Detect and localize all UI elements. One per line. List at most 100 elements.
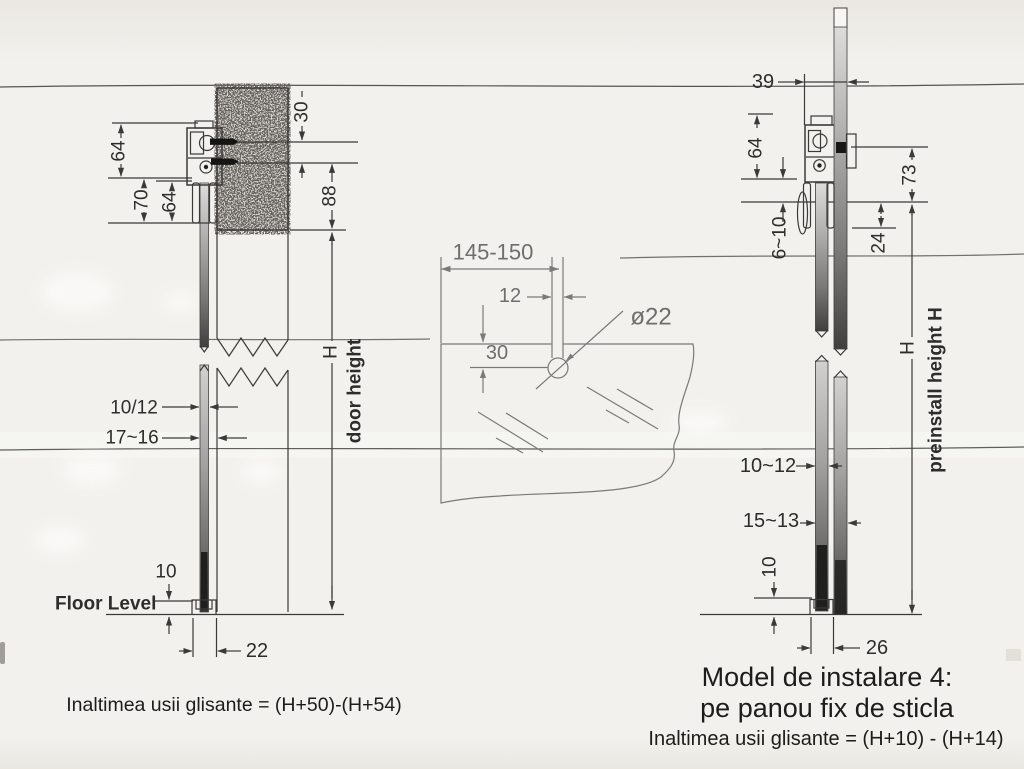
dim-26: 26 [797, 617, 888, 659]
dim-label: 145-150 [453, 240, 534, 265]
glass-break-chevron [815, 329, 829, 338]
break-zigzag-upper [216, 336, 289, 358]
scan-crease-top [0, 83, 1024, 88]
dim-39: 39 [752, 71, 869, 125]
light-band [0, 432, 1024, 458]
hanger-bolt [813, 159, 826, 172]
height-label: preinstall height H [926, 307, 947, 473]
dim-73: 73 [900, 148, 921, 202]
dim-22: 22 [179, 618, 268, 662]
fixed-glass-panel [833, 7, 848, 615]
dim-10-floor: 10 [154, 562, 193, 634]
edge-mark [1006, 649, 1021, 661]
leader-line [535, 310, 624, 390]
scan-crease-left [0, 338, 431, 341]
hanger-bolt [199, 160, 213, 174]
sliding-door-glass [815, 182, 829, 612]
dim-label: 70 [132, 189, 153, 210]
dim-label: 12 [499, 285, 521, 307]
dim-64-clamp: 64 [156, 180, 192, 222]
dim-label: 10 [760, 556, 781, 577]
floor-and-channel-right [700, 598, 922, 616]
dim-label: 64 [109, 140, 130, 162]
dim-15-13: 15~13 [743, 510, 861, 532]
glass-break-chevron [199, 345, 209, 354]
dim-label: 30 [292, 101, 313, 122]
glass-break-chevron [833, 347, 848, 356]
glass-panel-outline [440, 343, 695, 504]
dim-H-door-height: H door height [321, 232, 366, 610]
height-symbol: H [898, 341, 919, 355]
dim-label: 64 [746, 137, 767, 159]
dim-12: 12 [499, 285, 586, 307]
floor-channel-outer [191, 599, 217, 614]
glass-break-chevron [815, 354, 829, 363]
dim-dia-22: ø22 [535, 304, 672, 390]
dim-label: 10 [155, 562, 176, 583]
roller-bumper [796, 191, 809, 235]
floor-channel-outer [809, 598, 834, 614]
dim-H-preinstall: H preinstall height H [898, 204, 947, 614]
glass-clamp-right [796, 182, 835, 235]
dim-label: 22 [246, 640, 268, 662]
door-glass-section [199, 182, 209, 613]
bottom-shading [0, 735, 1024, 769]
dim-24: 24 [869, 203, 890, 254]
left-caption: Inaltimea usii glisante = (H+50)-(H+54) [66, 694, 401, 716]
dim-label: 10/12 [110, 398, 158, 419]
floor-channel-inner [195, 600, 213, 610]
middle-diagram-glass-cutout: 145-150 12 ø22 30 [440, 240, 695, 504]
model-title-line2: pe panou fix de sticla [700, 693, 955, 723]
dim-label: 88 [320, 185, 341, 206]
height-label: door height [345, 338, 366, 443]
floor-and-channel [106, 599, 344, 616]
roller-wheel [812, 133, 828, 149]
dim-10-floor-right: 10 [754, 556, 812, 634]
scan-crease-middle [0, 446, 1024, 451]
dim-label: 73 [900, 164, 921, 185]
left-dimensions: 64 70 64 30 [55, 91, 366, 662]
dim-10-12-right: 10~12 [740, 455, 842, 477]
floor-level-label: Floor Level [55, 594, 156, 615]
dim-88: 88 [290, 163, 346, 231]
dim-label: 26 [866, 637, 888, 659]
fixing-bolt [836, 142, 847, 153]
dim-label: 17~16 [105, 428, 158, 449]
dim-10-12: 10/12 [110, 398, 238, 419]
dim-label: 64 [160, 191, 181, 213]
glass-break-chevron [833, 370, 848, 379]
dim-label: 30 [486, 342, 508, 364]
dim-label: 15~13 [743, 510, 799, 532]
wall-anchor-bolts [210, 138, 239, 165]
glass-hatch-marks [477, 386, 659, 454]
dim-30-depth: 30 [470, 305, 548, 393]
dim-label: 10~12 [740, 455, 796, 477]
right-dimensions: 39 64 6~10 [740, 71, 947, 659]
top-shading [0, 0, 1024, 62]
back-plate [845, 133, 857, 169]
break-zigzag-lower [216, 366, 289, 388]
dim-64-track: 64 [108, 122, 198, 179]
dim-label: 24 [869, 232, 890, 254]
floor-channel-inner [813, 599, 830, 609]
right-diagram-glass-mount-section: 39 64 6~10 [648, 7, 1004, 750]
dim-64-right: 64 [741, 113, 797, 180]
dim-label: ø22 [630, 304, 671, 331]
edge-smudge [0, 642, 5, 664]
dim-6-10: 6~10 [770, 157, 791, 259]
leader-arrow [565, 353, 574, 362]
model-title-line1: Model de instalare 4: [702, 662, 953, 692]
dim-label: 6~10 [770, 217, 791, 260]
dim-70: 70 [108, 179, 210, 224]
dim-145-150: 145-150 [440, 240, 559, 343]
glass-break-chevron [199, 363, 209, 372]
dim-30: 30 [292, 91, 313, 178]
paper-blotches [34, 272, 728, 554]
height-symbol: H [321, 345, 342, 359]
dim-label: 39 [752, 71, 774, 93]
right-caption: Inaltimea usii glisante = (H+10) - (H+14… [648, 728, 1003, 750]
left-diagram-wall-mount-section: 64 70 64 30 [55, 87, 402, 716]
dim-17-16: 17~16 [105, 428, 247, 449]
